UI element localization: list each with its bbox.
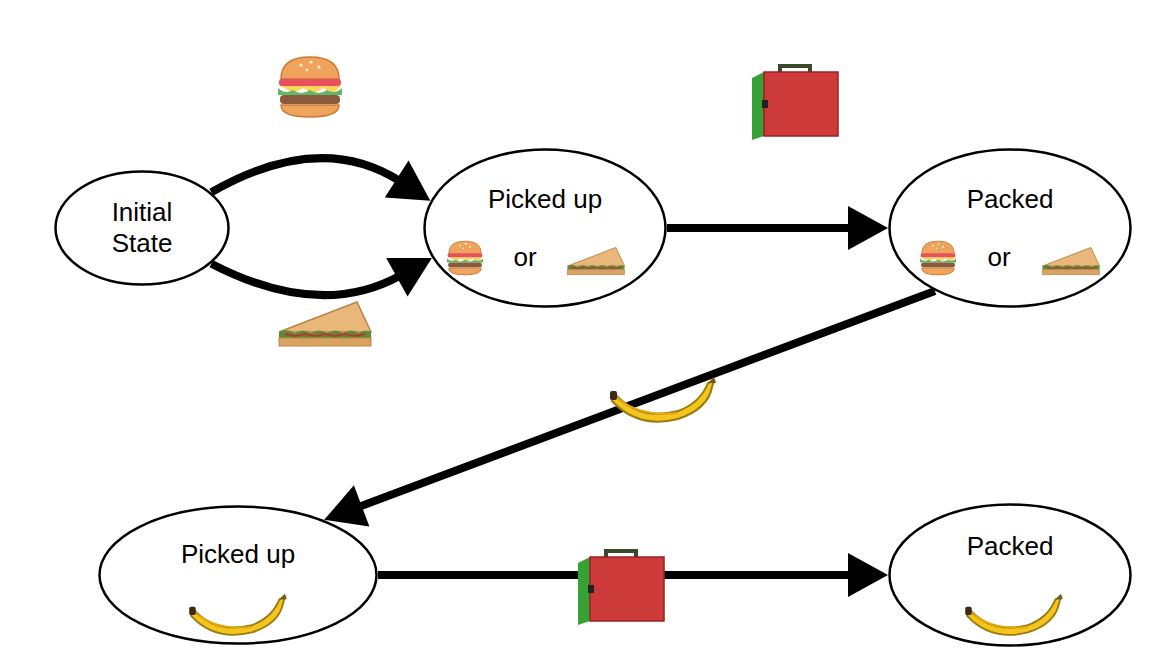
banana-icon bbox=[965, 594, 1063, 635]
sandwich-icon bbox=[567, 247, 624, 274]
arrow-head bbox=[385, 161, 431, 201]
arrow-head bbox=[848, 206, 888, 250]
lunchbox-icon bbox=[578, 551, 664, 625]
arrow-head bbox=[324, 485, 369, 526]
ellipse-outline bbox=[98, 505, 378, 645]
state-label: Packed bbox=[967, 531, 1054, 562]
sandwich-icon bbox=[279, 302, 371, 346]
transition-arrow bbox=[667, 206, 888, 250]
burger-icon bbox=[278, 57, 342, 117]
arrow-line bbox=[211, 264, 400, 295]
state-ellipse: Picked up or bbox=[423, 148, 667, 308]
state-label: or bbox=[987, 242, 1010, 273]
state-ellipse: Picked up bbox=[98, 505, 378, 645]
state-label: Picked up bbox=[488, 184, 602, 215]
ellipse-outline bbox=[888, 148, 1132, 308]
burger-icon bbox=[447, 241, 483, 275]
transition-arrow bbox=[211, 258, 432, 297]
state-ellipse: Packed bbox=[888, 503, 1132, 647]
state-label: Initial State bbox=[87, 197, 197, 259]
state-label: Packed bbox=[967, 184, 1054, 215]
state-label: Picked up bbox=[181, 539, 295, 570]
arrow-head bbox=[848, 553, 888, 597]
arrow-line bbox=[211, 158, 400, 192]
state-ellipse: Packed or bbox=[888, 148, 1132, 308]
arrow-head bbox=[386, 258, 432, 297]
sandwich-icon bbox=[1042, 247, 1099, 274]
state-label: or bbox=[513, 242, 536, 273]
banana-icon bbox=[610, 377, 716, 422]
ellipse-outline bbox=[888, 503, 1132, 647]
transition-arrow bbox=[378, 553, 888, 597]
lunchbox-icon bbox=[752, 66, 838, 140]
arrow-line bbox=[667, 224, 852, 232]
arrow-line bbox=[378, 571, 852, 579]
transition-arrow bbox=[211, 158, 430, 201]
burger-icon bbox=[920, 241, 956, 275]
banana-icon bbox=[189, 594, 287, 635]
state-ellipse: Initial State bbox=[54, 170, 230, 286]
arrow-line bbox=[358, 291, 935, 507]
transition-arrow bbox=[324, 291, 935, 526]
ellipse-outline bbox=[423, 148, 667, 308]
